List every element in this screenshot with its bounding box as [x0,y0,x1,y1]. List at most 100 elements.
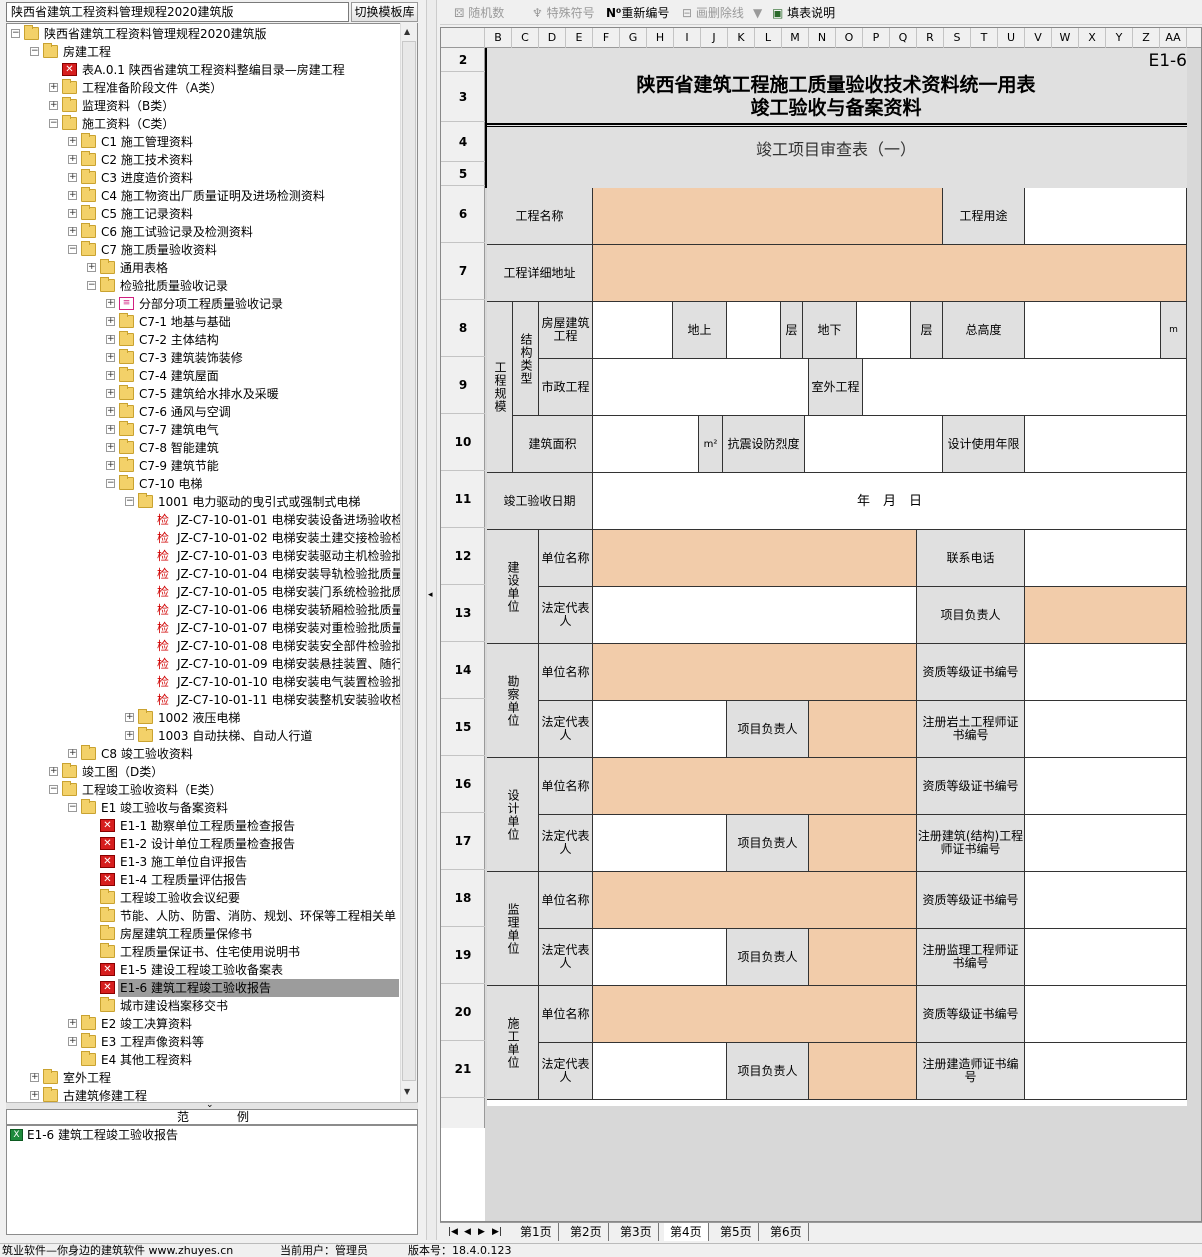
design-unit-engineer-label[interactable]: 注册建筑(结构)工程师证书编号 [917,815,1025,872]
building-area-input[interactable] [593,416,699,473]
project-name-input[interactable] [593,188,943,245]
supervision-unit-name-label[interactable]: 单位名称 [539,872,593,929]
column-header-cell[interactable]: J [701,28,728,48]
supervision-unit-legal-rep-input[interactable] [593,929,727,986]
tree-item[interactable]: −陕西省建筑工程资料管理规程2020建筑版 [7,25,399,43]
above-ground-label[interactable]: 地上 [673,302,727,359]
supervision-unit-engineer-input[interactable] [1025,929,1187,986]
tree-item[interactable]: ✕E1-2 设计单位工程质量检查报告 [7,835,399,853]
last-tab-icon[interactable]: ▶| [492,1227,502,1237]
collapse-icon[interactable]: − [106,478,115,488]
construction-unit-phone-input[interactable] [1025,530,1187,587]
construction-unit-name-label[interactable]: 单位名称 [539,530,593,587]
row-header-cell[interactable]: 8 [441,300,485,357]
sheet-tab[interactable]: 第1页 [514,1223,559,1241]
row-header-cell[interactable]: 21 [441,1041,485,1098]
floor-unit-1[interactable]: 层 [781,302,803,359]
tree-item[interactable]: E4 其他工程资料 [7,1051,399,1069]
expand-icon[interactable]: + [106,334,115,344]
column-header-cell[interactable]: U [998,28,1025,48]
design-life-input[interactable] [1025,416,1187,473]
column-header-cell[interactable]: O [836,28,863,48]
municipal-label[interactable]: 市政工程 [539,359,593,416]
expand-icon[interactable]: + [106,388,115,398]
expand-icon[interactable]: + [68,226,77,236]
expand-icon[interactable]: + [106,424,115,434]
project-address-label[interactable]: 工程详细地址 [487,245,593,302]
tree-item[interactable]: +C7-9 建筑节能 [7,457,399,475]
prev-tab-icon[interactable]: ◀ [464,1227,471,1237]
row-header-cell[interactable]: 19 [441,927,485,984]
scroll-up-icon[interactable]: ▲ [404,27,411,36]
tree-item[interactable]: +竣工图（D类） [7,763,399,781]
row-header-cell[interactable]: 15 [441,699,485,756]
sheet-tab[interactable]: 第3页 [614,1223,659,1241]
contractor-unit-engineer-input[interactable] [1025,1043,1187,1100]
expand-icon[interactable]: + [106,460,115,470]
column-header-cell[interactable]: M [782,28,809,48]
renumber-button[interactable]: N⁰重新编号 [606,6,670,20]
project-use-label[interactable]: 工程用途 [943,188,1025,245]
design-unit-name-label[interactable]: 单位名称 [539,758,593,815]
tree-item[interactable]: +C7-1 地基与基础 [7,313,399,331]
tree-item[interactable]: −1001 电力驱动的曳引式或强制式电梯 [7,493,399,511]
collapse-left-icon[interactable]: ◂ [428,590,433,600]
collapse-icon[interactable]: − [125,496,134,506]
special-symbol-button[interactable]: ♆ 特殊符号 [532,6,595,20]
contractor-unit-qualification-label[interactable]: 资质等级证书编号 [917,986,1025,1043]
above-floor-input[interactable] [727,302,781,359]
column-header-cell[interactable]: Y [1106,28,1133,48]
row-header-cell[interactable]: 18 [441,870,485,927]
expand-icon[interactable]: + [106,370,115,380]
collapse-icon[interactable]: − [87,280,96,290]
first-tab-icon[interactable]: |◀ [448,1227,458,1237]
tree-item[interactable]: +C8 竣工验收资料 [7,745,399,763]
tree-item[interactable]: +C7-4 建筑屋面 [7,367,399,385]
tree-item[interactable]: +C7-6 通风与空调 [7,403,399,421]
construction-unit-legal-rep-label[interactable]: 法定代表人 [539,587,593,644]
supervision-unit-leader-input[interactable] [809,929,917,986]
tree-item[interactable]: +C3 进度造价资料 [7,169,399,187]
supervision-unit-name-input[interactable] [593,872,917,929]
house-building-label[interactable]: 房屋建筑工程 [539,302,593,359]
tree-item[interactable]: +室外工程 [7,1069,399,1087]
expand-icon[interactable]: + [30,1090,39,1100]
tree-item[interactable]: −施工资料（C类） [7,115,399,133]
survey-unit-engineer-label[interactable]: 注册岩土工程师证书编号 [917,701,1025,758]
project-address-input[interactable] [593,245,1187,302]
tree-item[interactable]: +C2 施工技术资料 [7,151,399,169]
strike-delete-button[interactable]: ⊟ 画删除线 [682,6,744,20]
expand-icon[interactable]: + [106,316,115,326]
column-header-cell[interactable]: F [593,28,620,48]
expand-icon[interactable]: + [125,730,134,740]
row-header-cell[interactable]: 2 [441,48,485,72]
survey-unit-name-label[interactable]: 单位名称 [539,644,593,701]
tree-item[interactable]: ✕表A.0.1 陕西省建筑工程资料整编目录—房建工程 [7,61,399,79]
total-height-input[interactable] [1025,302,1161,359]
tree-item[interactable]: 工程竣工验收会议纪要 [7,889,399,907]
collapse-icon[interactable]: − [68,244,77,254]
survey-unit-engineer-input[interactable] [1025,701,1187,758]
tree-item[interactable]: ✕E1-5 建设工程竣工验收备案表 [7,961,399,979]
design-unit-legal-rep-input[interactable] [593,815,727,872]
column-header-cell[interactable]: B [485,28,512,48]
survey-unit-label[interactable]: 勘察单位 [487,644,539,758]
row-header-cell[interactable]: 5 [441,162,485,186]
collapse-icon[interactable]: − [30,46,39,56]
row-header-cell[interactable]: 12 [441,528,485,585]
tree-item[interactable]: 房屋建筑工程质量保修书 [7,925,399,943]
survey-unit-leader-label[interactable]: 项目负责人 [727,701,809,758]
survey-unit-leader-input[interactable] [809,701,917,758]
project-name-label[interactable]: 工程名称 [487,188,593,245]
row-header-cell[interactable]: 13 [441,585,485,642]
tree-item[interactable]: −E1 竣工验收与备案资料 [7,799,399,817]
contractor-unit-leader-label[interactable]: 项目负责人 [727,1043,809,1100]
dropdown-arrow-icon[interactable]: ▼ [753,6,763,20]
construction-unit-leader-label[interactable]: 项目负责人 [917,587,1025,644]
floor-unit-2[interactable]: 层 [911,302,943,359]
expand-icon[interactable]: + [49,82,58,92]
